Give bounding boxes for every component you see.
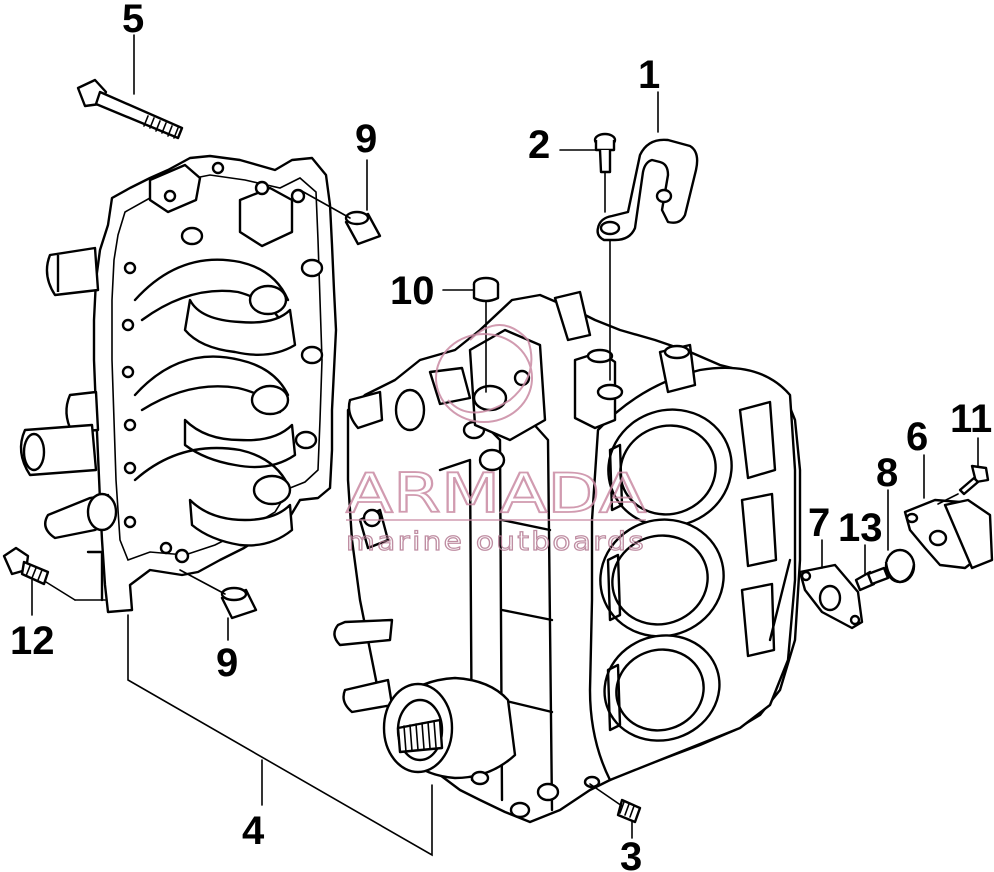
part-7-gasket (798, 563, 864, 630)
watermark: ARMADA marine outboards (345, 324, 647, 558)
callout-11: 11 (950, 397, 992, 441)
part-9-dowel-top (344, 210, 382, 246)
callout-1: 1 (638, 53, 660, 97)
leader-lines (31, 34, 979, 857)
callout-6: 6 (906, 415, 928, 459)
callout-8: 8 (876, 451, 898, 495)
part-12-bolt (2, 546, 50, 586)
part-1-bracket (596, 138, 699, 242)
watermark-brand: ARMADA (346, 462, 646, 525)
callout-labels: 1 2 3 4 5 6 7 8 9 9 10 11 12 13 (10, 0, 992, 872)
watermark-anchor (447, 324, 533, 414)
callout-12: 12 (10, 619, 55, 663)
watermark-emblem (435, 333, 533, 423)
part-11-bolt (958, 464, 990, 496)
part-3-stud (616, 798, 642, 824)
part-5-long-bolt (76, 78, 184, 140)
part-2-bolt (593, 132, 617, 174)
crankcase-left-half (19, 154, 338, 614)
part-13-bolt (854, 566, 890, 592)
part-6-cover (903, 498, 994, 570)
callout-4: 4 (242, 809, 265, 853)
part-8-grommet (884, 548, 916, 584)
callout-2: 2 (528, 123, 550, 167)
callout-9-bottom: 9 (216, 641, 238, 685)
callout-9-top: 9 (355, 117, 377, 161)
cylinder-block (333, 290, 802, 824)
callout-13: 13 (838, 506, 883, 550)
callout-7: 7 (808, 501, 830, 545)
watermark-tagline: marine outboards (346, 527, 646, 557)
part-10-plug (472, 276, 500, 303)
callout-3: 3 (620, 835, 642, 872)
callout-10: 10 (390, 269, 435, 313)
callout-5: 5 (122, 0, 144, 41)
part-9-dowel-bottom (220, 586, 258, 620)
